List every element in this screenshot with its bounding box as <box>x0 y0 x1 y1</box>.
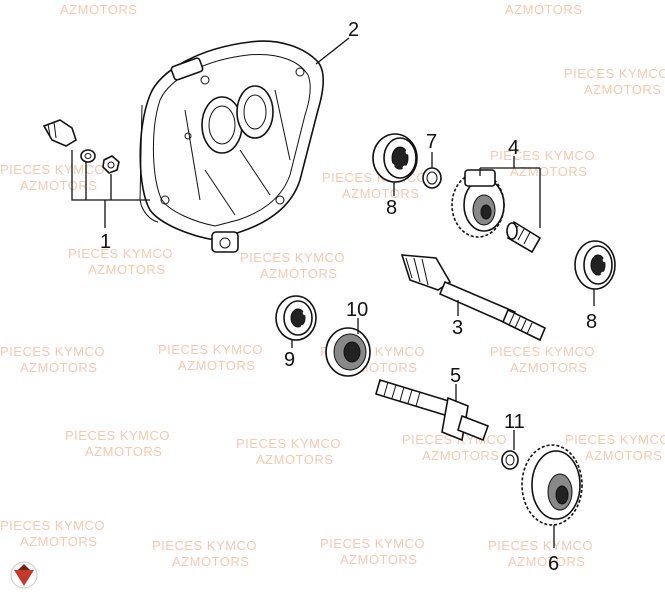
callout-8-right: 8 <box>586 311 597 333</box>
watermark: PIECES KYMCO AZMOTORS <box>68 246 173 277</box>
callout-7: 7 <box>426 131 437 153</box>
watermark: AZMOTORS <box>505 2 582 17</box>
oil-seal-10 <box>325 327 371 377</box>
watermark-text: AZMOTORS <box>508 554 585 569</box>
circlip-11 <box>501 450 519 470</box>
callout-11: 11 <box>504 411 525 433</box>
counter-shaft-4 <box>506 220 542 254</box>
watermark-text: AZMOTORS <box>585 448 662 463</box>
drive-shaft-3 <box>400 254 547 342</box>
watermark-text: PIECES KYMCO <box>152 538 257 553</box>
watermark-text: AZMOTORS <box>510 164 587 179</box>
watermark-text: PIECES KYMCO <box>240 250 345 265</box>
callout-10: 10 <box>346 299 368 321</box>
watermark: PIECES KYMCO AZMOTORS <box>320 536 425 567</box>
watermark: PIECES KYMCO AZMOTORS <box>236 436 341 467</box>
watermark-text: PIECES KYMCO <box>236 436 341 451</box>
callout-8-upper: 8 <box>386 197 397 219</box>
watermark-text: AZMOTORS <box>178 358 255 373</box>
watermark-text: PIECES KYMCO <box>0 162 105 177</box>
watermark-text: PIECES KYMCO <box>490 148 595 163</box>
watermark: PIECES KYMCO AZMOTORS <box>158 342 263 373</box>
watermark: PIECES KYMCO AZMOTORS <box>0 162 105 193</box>
watermark-text: PIECES KYMCO <box>488 538 593 553</box>
watermark-text: PIECES KYMCO <box>490 344 595 359</box>
brand-logo <box>10 561 38 589</box>
watermarks: AZMOTORS PIECES KYMCO AZMOTORS PIECES KY… <box>0 2 665 569</box>
callout-numbers: 2 1 8 7 4 8 3 9 10 5 11 6 <box>100 19 597 575</box>
watermark-text: PIECES KYMCO <box>65 428 170 443</box>
watermark-text: PIECES KYMCO <box>0 344 105 359</box>
callout-9: 9 <box>284 349 295 371</box>
drive-gear-4 <box>451 169 505 238</box>
watermark-text: AZMOTORS <box>20 534 97 549</box>
bearing-upper <box>372 133 418 183</box>
watermark-text: AZMOTORS <box>260 266 337 281</box>
watermark: PIECES KYMCO AZMOTORS <box>0 344 105 375</box>
watermark: PIECES KYMCO AZMOTORS <box>564 66 665 97</box>
watermark: PIECES KYMCO AZMOTORS <box>240 250 345 281</box>
watermark-text: AZMOTORS <box>20 178 97 193</box>
watermark-text: PIECES KYMCO <box>158 342 263 357</box>
watermark: PIECES KYMCO AZMOTORS <box>490 344 595 375</box>
watermark-text: AZMOTORS <box>584 82 661 97</box>
watermark-text: AZMOTORS <box>422 448 499 463</box>
watermark-text: AZMOTORS <box>172 554 249 569</box>
watermark: PIECES KYMCO AZMOTORS <box>152 538 257 569</box>
watermark: PIECES KYMCO AZMOTORS <box>565 432 665 463</box>
transmission-cover <box>139 40 325 253</box>
watermark-text: AZMOTORS <box>256 452 333 467</box>
watermark-text: AZMOTORS <box>88 262 165 277</box>
watermark-text: AZMOTORS <box>340 552 417 567</box>
watermark: PIECES KYMCO AZMOTORS <box>0 518 105 549</box>
watermark-text: PIECES KYMCO <box>68 246 173 261</box>
watermark-text: AZMOTORS <box>342 186 419 201</box>
watermark: PIECES KYMCO AZMOTORS <box>488 538 593 569</box>
watermark-text: PIECES KYMCO <box>564 66 665 81</box>
watermark: PIECES KYMCO AZMOTORS <box>402 432 506 463</box>
watermark: PIECES KYMCO AZMOTORS <box>490 148 595 179</box>
final-gear-6 <box>521 444 583 526</box>
bearing-9 <box>275 295 317 341</box>
callout-2: 2 <box>348 19 359 41</box>
callout-1: 1 <box>100 231 111 253</box>
callout-5: 5 <box>450 365 461 387</box>
watermark-text: AZMOTORS <box>85 444 162 459</box>
watermark-text: AZMOTORS <box>20 360 97 375</box>
circlip-7 <box>422 167 442 189</box>
callout-6: 6 <box>548 553 559 575</box>
watermark-text: AZMOTORS <box>510 360 587 375</box>
watermark: AZMOTORS <box>60 2 137 17</box>
bearing-right <box>574 240 616 290</box>
watermark: PIECES KYMCO AZMOTORS <box>65 428 170 459</box>
leader-lines <box>71 37 595 548</box>
callout-4: 4 <box>508 137 519 159</box>
callout-3: 3 <box>452 317 463 339</box>
watermark-text: PIECES KYMCO <box>320 536 425 551</box>
breather-bolt-assembly <box>42 119 120 174</box>
watermark-text: PIECES KYMCO <box>0 518 105 533</box>
watermark-text: AZMOTORS <box>505 2 582 17</box>
watermark-text: PIECES KYMCO <box>565 432 665 447</box>
final-shaft-5 <box>375 378 490 442</box>
watermark-text: AZMOTORS <box>60 2 137 17</box>
